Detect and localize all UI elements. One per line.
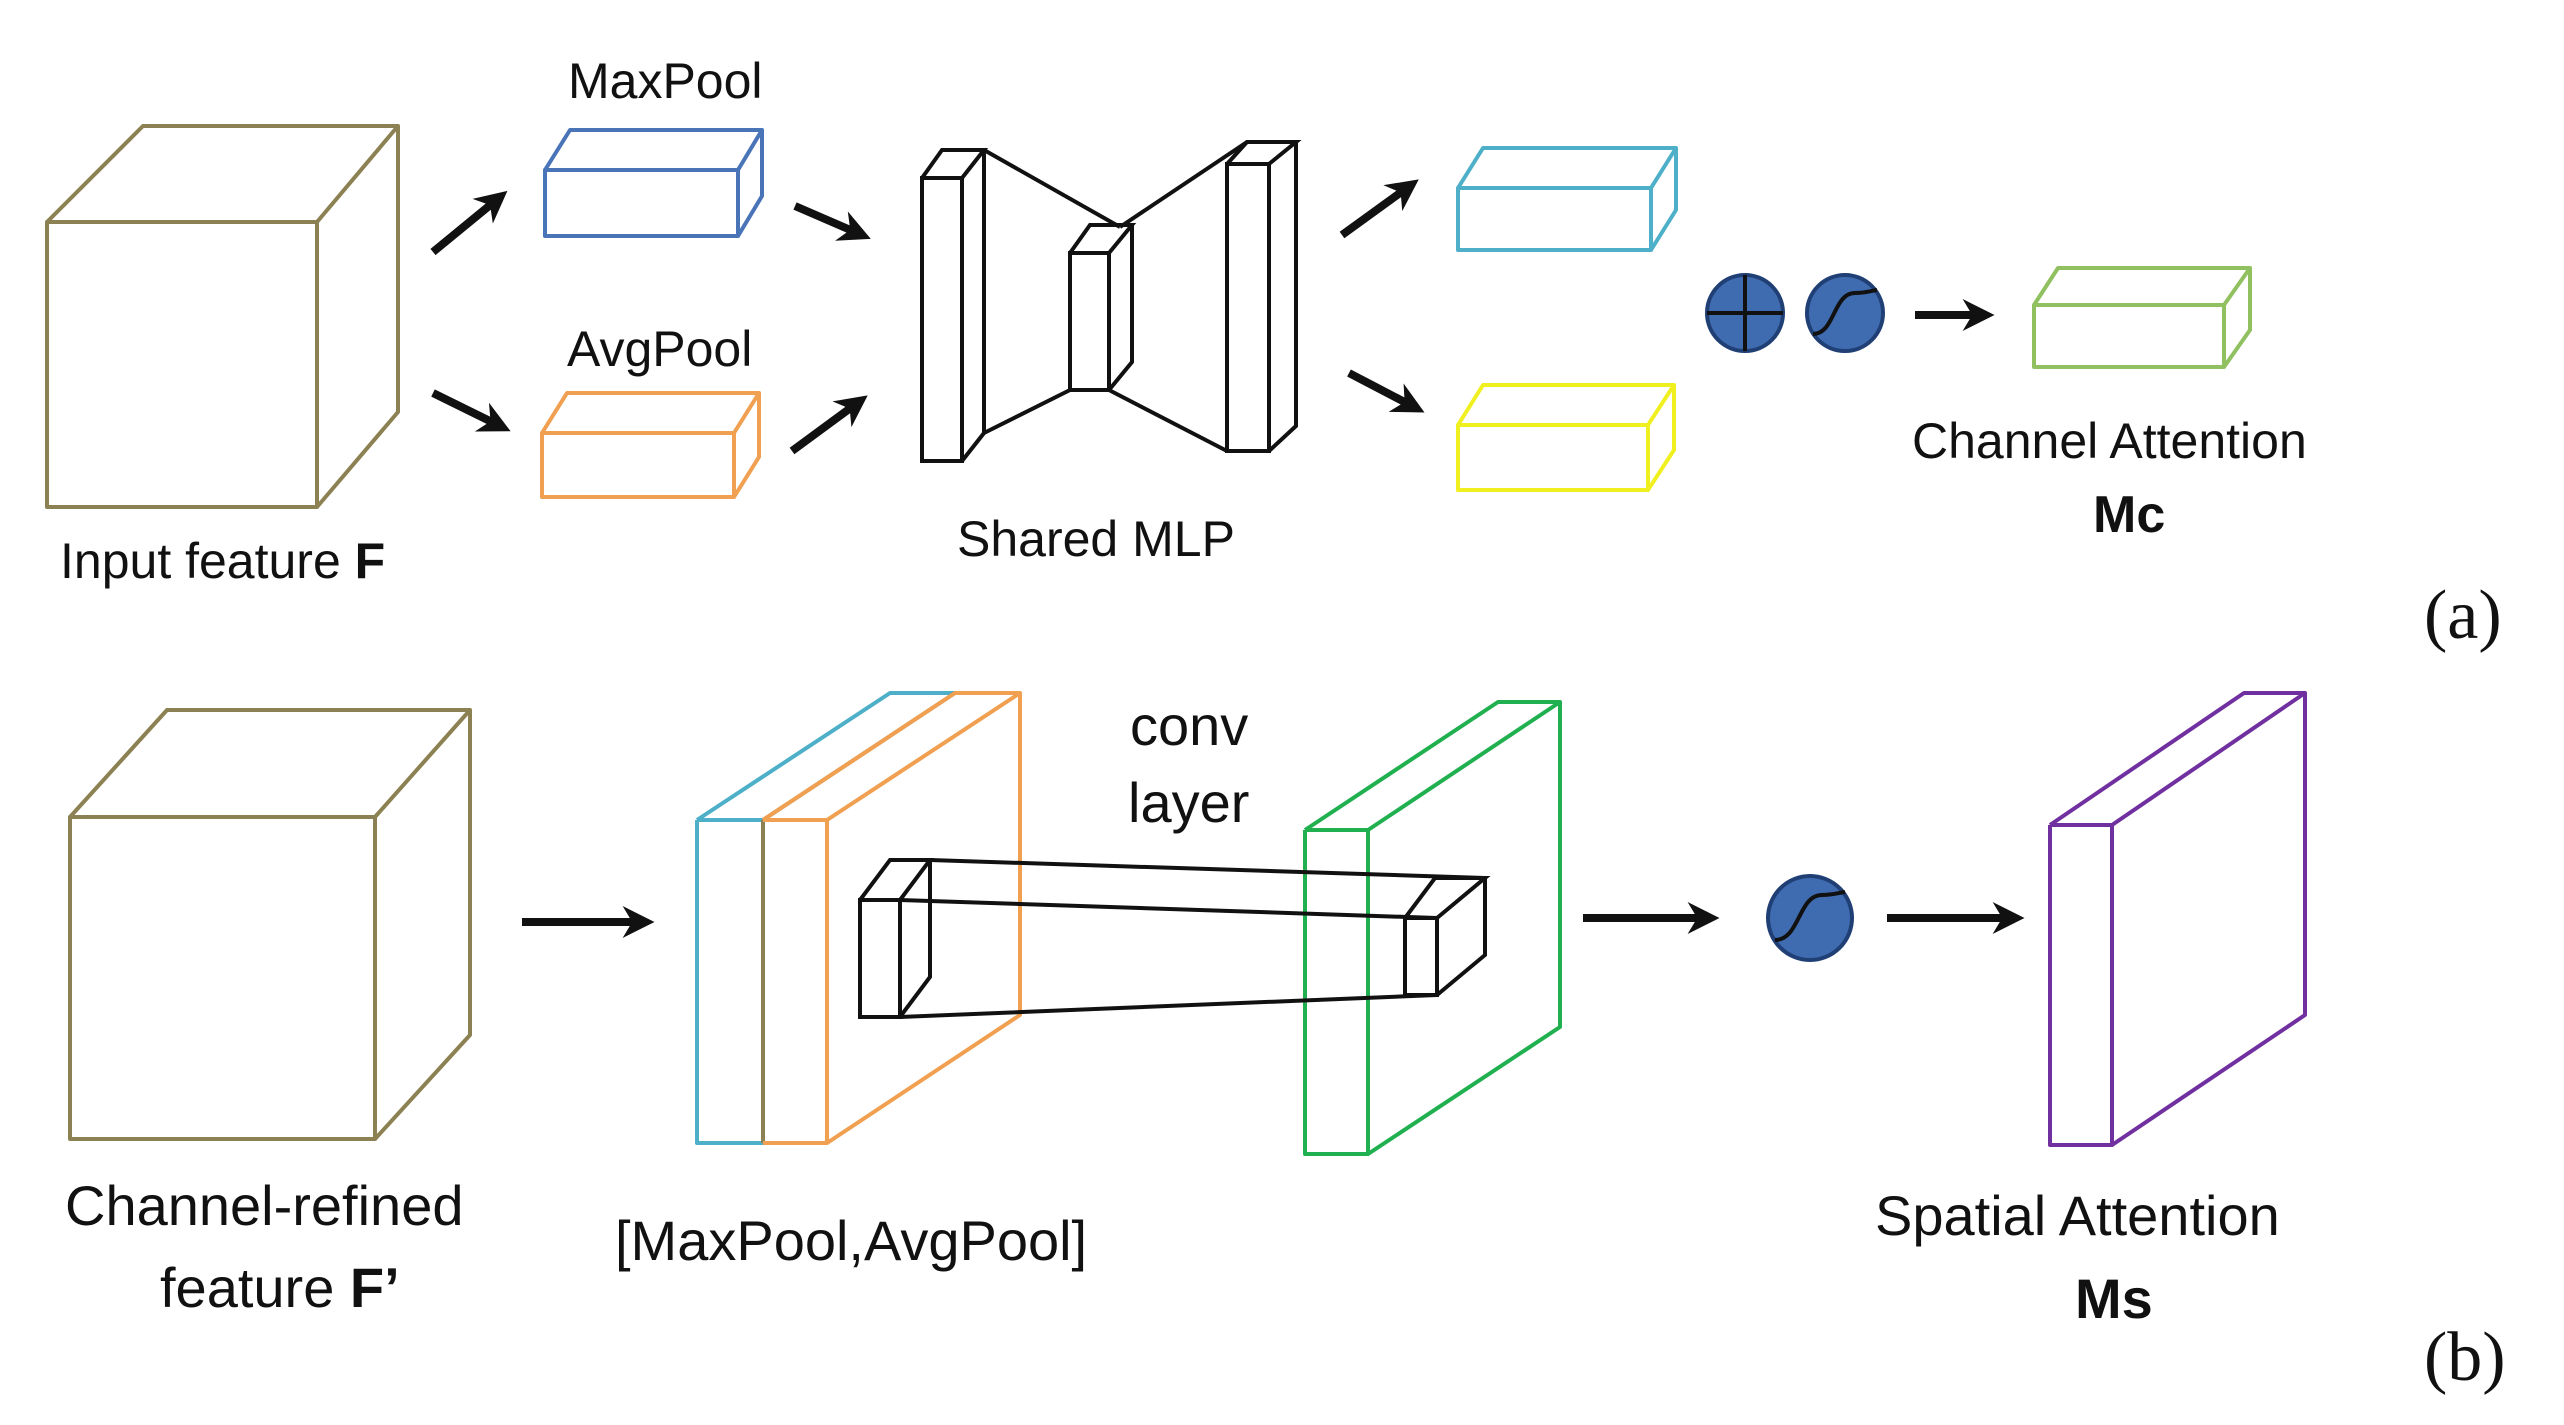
spatial-attention-map (2048, 691, 2307, 1147)
arrow-mlp-to-bottom-output (1347, 369, 1425, 413)
arrow-avgpool-to-mlp (789, 395, 868, 455)
panel-b: Channel-refined feature F’ [MaxPool,AvgP… (65, 691, 2506, 1396)
conv-label-line1: conv (1130, 694, 1248, 757)
channel-refined-feature-cube (68, 708, 472, 1141)
panel-a-tag: (a) (2424, 577, 2502, 654)
arrow-maxpool-to-mlp (793, 202, 871, 241)
mlp-output-avgpool-branch (1456, 383, 1676, 492)
panel-a: Input feature F MaxPool AvgPool (45, 53, 2502, 654)
maxpool-map (695, 691, 955, 1145)
conv-output-map (1303, 700, 1562, 1156)
pooled-maps-label: [MaxPool,AvgPool] (615, 1209, 1087, 1272)
mlp-output-maxpool-branch (1456, 146, 1678, 252)
conv-label-line2: layer (1128, 771, 1249, 834)
avgpool-box (540, 391, 761, 499)
shared-mlp (920, 140, 1302, 463)
arrow-mlp-to-top-output (1339, 179, 1419, 239)
channel-refined-label-line2: feature F’ (160, 1256, 400, 1319)
channel-attention-label: Channel Attention (1912, 413, 2307, 469)
arrow-to-avgpool (431, 389, 511, 432)
sigmoid-icon (1805, 273, 1885, 353)
spatial-attention-symbol: Ms (2075, 1267, 2153, 1330)
shared-mlp-label: Shared MLP (957, 511, 1235, 567)
maxpool-box (543, 128, 764, 238)
channel-refined-label-line1: Channel-refined (65, 1174, 463, 1237)
panel-b-tag: (b) (2424, 1319, 2506, 1396)
elementwise-sum-icon (1705, 273, 1785, 353)
channel-attention-box (2032, 266, 2252, 369)
channel-attention-symbol: Mc (2093, 486, 2165, 544)
sigmoid-icon-spatial (1766, 874, 1854, 962)
input-feature-cube (45, 124, 400, 509)
input-feature-label: Input feature F (60, 533, 385, 589)
avgpool-label: AvgPool (567, 321, 752, 377)
arrow-to-maxpool (430, 190, 508, 256)
spatial-attention-label: Spatial Attention (1875, 1184, 2280, 1247)
conv-kernel (858, 858, 1491, 1019)
avgpool-map (761, 691, 1022, 1145)
maxpool-label: MaxPool (568, 53, 763, 109)
